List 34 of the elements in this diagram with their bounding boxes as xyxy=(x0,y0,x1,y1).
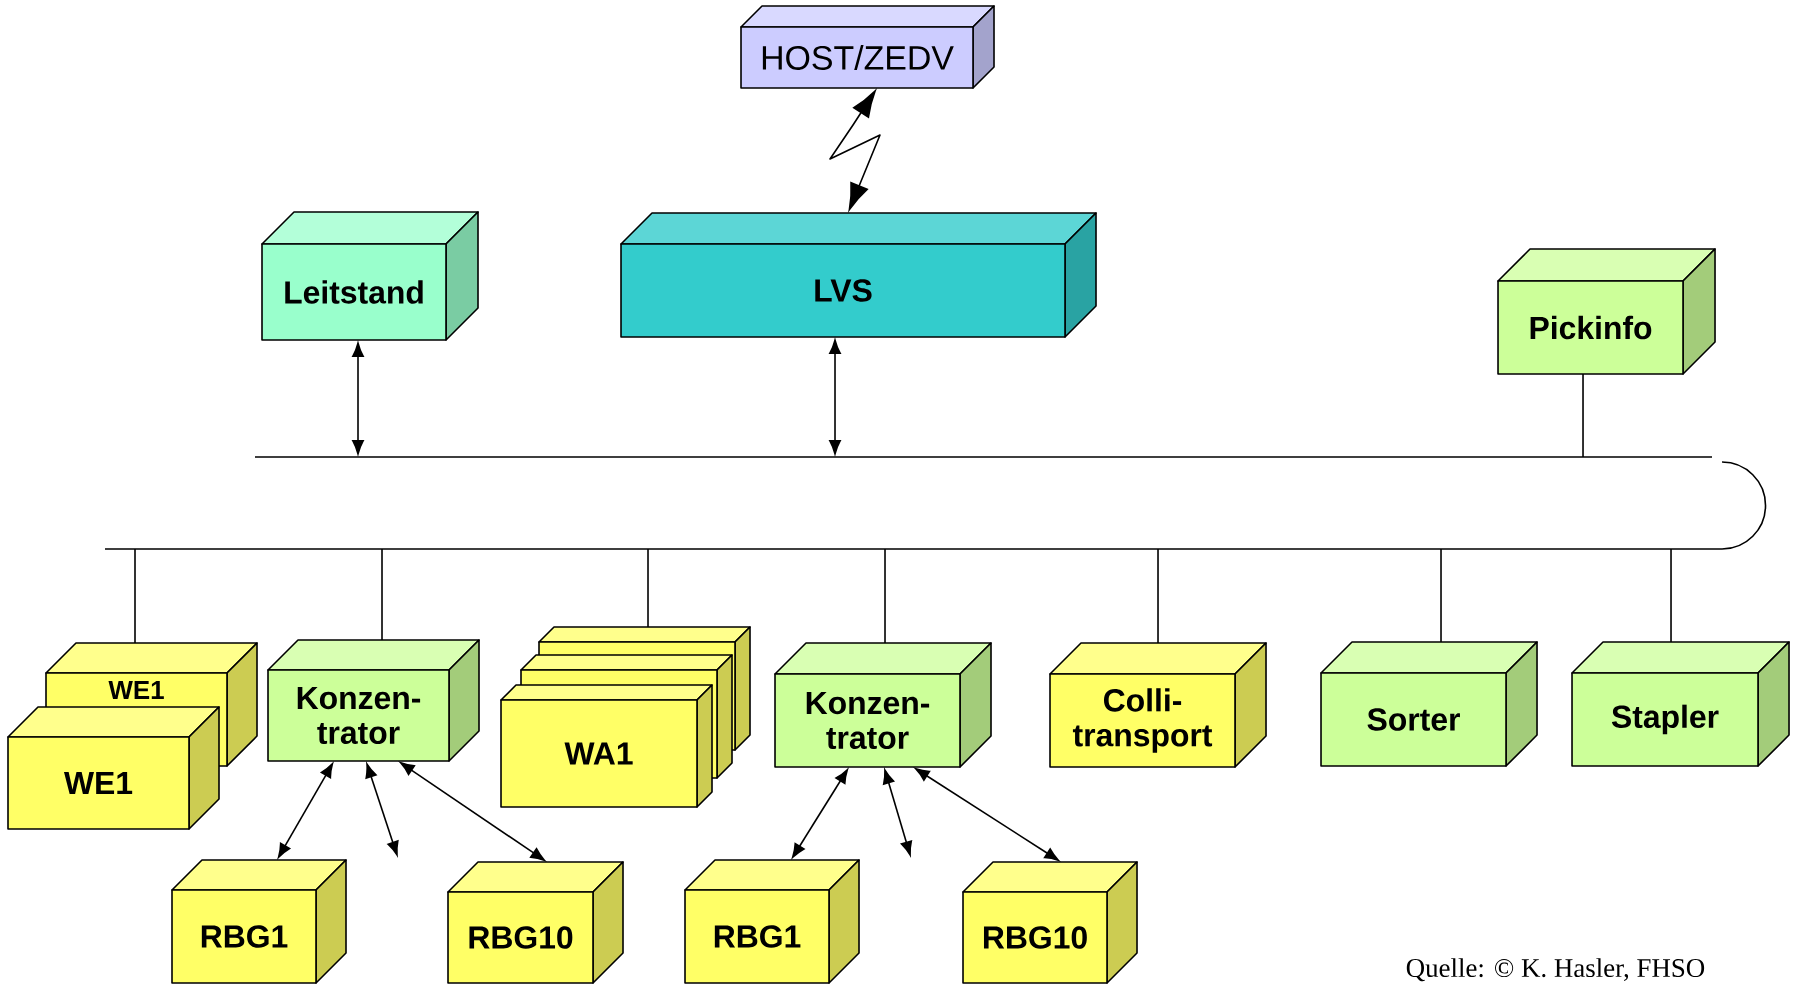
block: HOST/ZEDV xyxy=(740,5,995,89)
arrow xyxy=(352,342,364,455)
arrow xyxy=(829,339,841,455)
block: RBG10 xyxy=(962,861,1138,984)
connector-line xyxy=(1440,548,1442,643)
block: Konzen- trator xyxy=(774,642,992,768)
block: RBG10 xyxy=(447,861,624,984)
block: LVS xyxy=(620,212,1097,338)
block: Stapler xyxy=(1571,641,1790,767)
arrow xyxy=(399,762,546,861)
connector-line xyxy=(1670,548,1672,643)
arrow xyxy=(791,768,849,859)
arrow xyxy=(829,90,881,211)
arrow xyxy=(277,763,334,858)
block: Sorter xyxy=(1320,641,1538,767)
connector-line xyxy=(1582,373,1584,458)
connector-line xyxy=(884,548,886,644)
block: Pickinfo xyxy=(1497,248,1716,375)
block: RBG1 xyxy=(684,859,860,984)
arrow xyxy=(914,767,1060,862)
arrow xyxy=(882,769,913,856)
block: Konzen- trator xyxy=(267,639,480,762)
connector-line xyxy=(134,548,136,644)
arrow xyxy=(365,763,399,856)
connector-line xyxy=(381,548,383,641)
connector-line xyxy=(1157,548,1159,644)
source-note: Quelle: © K. Hasler, FHSO xyxy=(1406,958,1705,982)
connector-line xyxy=(647,548,649,628)
block: WA1 xyxy=(500,684,713,808)
block: RBG1 xyxy=(171,859,347,984)
block: Leitstand xyxy=(261,211,479,341)
block: WE1 xyxy=(7,706,220,830)
bus-line xyxy=(104,456,1767,550)
block: Colli- transport xyxy=(1049,642,1267,768)
